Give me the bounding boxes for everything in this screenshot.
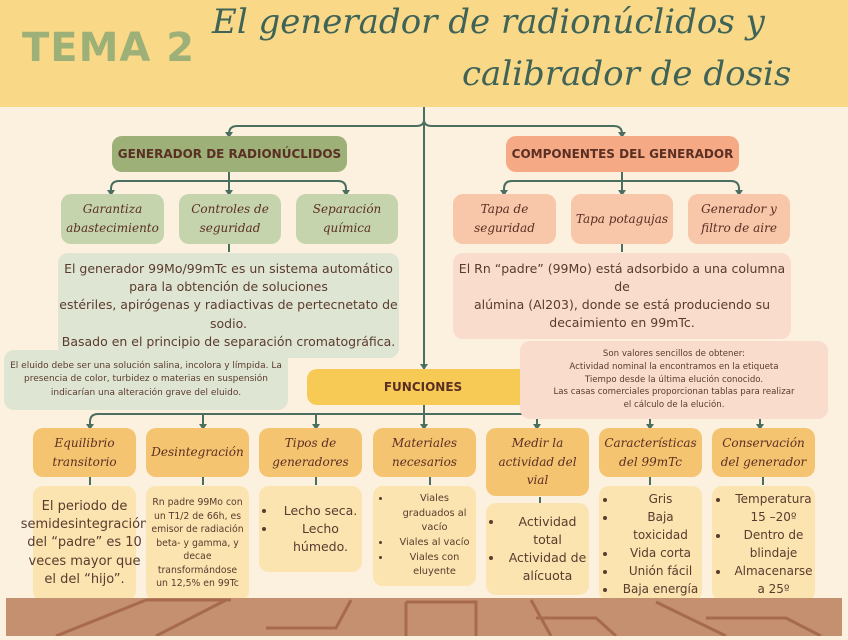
note-line: Son valores sencillos de obtener:: [602, 348, 746, 359]
funciones-heading: FUNCIONES: [307, 369, 539, 405]
desc-line: para la obtención de soluciones: [129, 279, 328, 295]
desc-line: alúmina (Al203), donde se está producien…: [473, 297, 771, 312]
funcion-caracteristicas: Características del 99mTc: [599, 428, 702, 477]
desc-line: decaimiento en 99mTc.: [549, 315, 695, 331]
materiales-list: Viales graduados al vacío Viales al vací…: [373, 486, 476, 586]
note-line: Las casas comerciales proporcionan tabla…: [553, 387, 795, 398]
title-line-1: El generador de radionúclidos y: [212, 2, 765, 42]
list-item: Actividad total: [504, 513, 589, 549]
header-banner: TEMA 2 El generador de radionúclidos y c…: [0, 0, 848, 107]
generador-child-separacion: Separación química: [296, 194, 398, 244]
equilibrio-text: El periodo de semidesintegración del “pa…: [21, 486, 148, 601]
desc-line: Basado en el principio de separación cro…: [61, 333, 396, 349]
wooden-floor-decoration: [6, 598, 842, 638]
note-line: Tiempo desde la última elución conocido.: [584, 374, 764, 385]
note-line: indicarían una alteración grave del elui…: [50, 387, 242, 398]
valores-note: Son valores sencillos de obtener: Activi…: [520, 341, 828, 419]
title-line-2: calibrador de dosis: [462, 54, 792, 94]
tipos-list: Lecho seca. Lecho húmedo.: [259, 486, 362, 572]
list-item: Almacenarse a 25º: [730, 562, 815, 598]
desc-line: estériles, apirógenas y radiactivas de p…: [59, 297, 398, 313]
list-item: Lecho húmedo.: [277, 520, 362, 556]
funcion-tipos: Tipos de generadores: [259, 428, 362, 477]
desintegracion-text: Rn padre 99Mo con un T1/2 de 66h, es emi…: [146, 486, 249, 601]
componentes-heading: COMPONENTES DEL GENERADOR: [506, 136, 739, 172]
generador-child-controles: Controles de seguridad: [179, 194, 281, 244]
list-item: Unión fácil: [617, 562, 702, 580]
desc-line: El generador 99Mo/99mTc es un sistema au…: [64, 261, 393, 277]
funcion-equilibrio: Equilibrio transitorio: [33, 428, 136, 477]
componentes-child-tapa-potagujas: Tapa potagujas: [571, 194, 673, 244]
note-line: el cálculo de la elución.: [623, 400, 725, 411]
list-item: Dentro de blindaje: [730, 526, 815, 562]
list-item: Gris: [617, 490, 702, 508]
list-item: Viales graduados al vacío: [391, 492, 476, 536]
note-line: presencia de color, turbidez o materias …: [23, 374, 268, 385]
topic-number: TEMA 2: [22, 25, 196, 71]
componentes-description: El Rn “padre” (99Mo) está adsorbido a un…: [453, 253, 791, 339]
funcion-conservacion: Conservación del generador: [712, 428, 815, 477]
conservacion-list: Temperatura 15 –20º Dentro de blindaje A…: [712, 486, 815, 601]
list-item: Baja toxicidad: [617, 508, 702, 544]
list-item: Vida corta: [617, 544, 702, 562]
funcion-medir: Medir la actividad del vial: [486, 428, 589, 496]
note-line: El eluido debe ser una solución salina, …: [10, 361, 282, 372]
list-item: Viales con eluyente: [391, 551, 476, 580]
componentes-child-tapa-seguridad: Tapa de seguridad: [453, 194, 556, 244]
list-item: Lecho seca.: [277, 502, 362, 520]
caracteristicas-list: Gris Baja toxicidad Vida corta Unión fác…: [599, 486, 702, 601]
list-item: Baja energía: [617, 580, 702, 598]
funcion-desintegracion: Desintegración: [146, 428, 249, 477]
generador-description: El generador 99Mo/99mTc es un sistema au…: [58, 253, 399, 358]
componentes-child-filtro: Generador y filtro de aire: [688, 194, 790, 244]
floor-planks-icon: [55, 598, 822, 638]
list-item: Actividad de alícuota: [504, 549, 589, 585]
medir-list: Actividad total Actividad de alícuota: [486, 503, 589, 595]
eluido-note: El eluido debe ser una solución salina, …: [4, 350, 288, 410]
funcion-materiales: Materiales necesarios: [373, 428, 476, 477]
desc-line: El Rn “padre” (99Mo) está adsorbido a un…: [458, 260, 786, 294]
desc-line: sodio.: [210, 315, 247, 331]
generador-child-abastecimiento: Garantiza abastecimiento: [61, 194, 164, 244]
list-item: Temperatura 15 –20º: [730, 490, 815, 526]
generador-heading: GENERADOR DE RADIONÚCLIDOS: [112, 136, 347, 172]
note-line: Actividad nominal la encontramos en la e…: [569, 361, 779, 372]
list-item: Viales al vacío: [391, 536, 476, 551]
